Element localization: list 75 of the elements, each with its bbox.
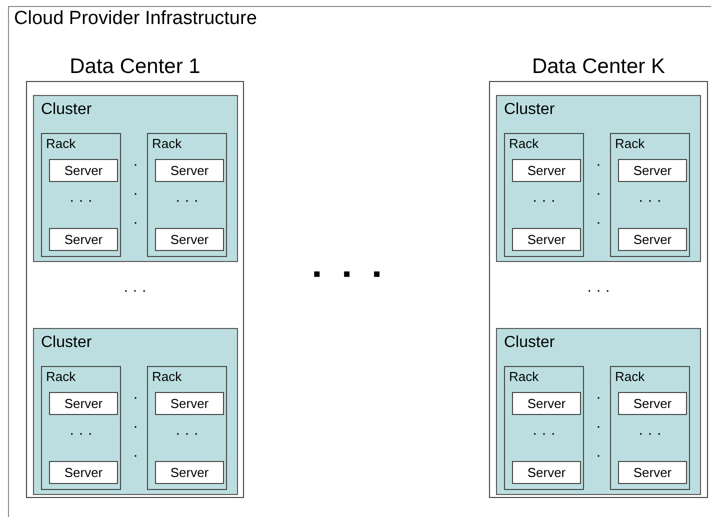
cluster-box [496, 328, 701, 495]
infrastructure-frame [8, 6, 711, 517]
data-center-heading: Data Center K [530, 55, 666, 79]
server-box [618, 392, 687, 415]
rack-heading: Rack [46, 369, 76, 384]
server-label: Server [632, 465, 673, 480]
server-label: Server [632, 232, 673, 247]
server-box [512, 461, 581, 484]
server-label: Server [632, 163, 673, 178]
ellipsis: · · · [133, 155, 139, 233]
ellipsis: · · · [586, 282, 612, 299]
data-center-heading: Data Center 1 [68, 55, 202, 79]
ellipsis: ▪ ▪ ▪ [313, 261, 381, 287]
server-label: Server [169, 465, 210, 480]
server-label: Server [169, 396, 210, 411]
ellipsis: · · · [174, 425, 200, 442]
server-box [512, 159, 581, 182]
cluster-heading: Cluster [504, 334, 555, 352]
rack-box [504, 133, 584, 257]
server-box [618, 228, 687, 251]
server-box [618, 461, 687, 484]
server-box [49, 228, 118, 251]
rack-box [610, 366, 690, 490]
rack-heading: Rack [46, 136, 76, 151]
server-label: Server [526, 163, 567, 178]
server-box [49, 159, 118, 182]
server-box [155, 392, 224, 415]
server-box [49, 392, 118, 415]
server-box [155, 461, 224, 484]
rack-box [147, 366, 227, 490]
ellipsis: · · · [68, 425, 94, 442]
ellipsis: · · · [637, 192, 663, 209]
rack-box [41, 133, 121, 257]
rack-box [610, 133, 690, 257]
ellipsis: · · · [596, 388, 602, 466]
ellipsis: · · · [133, 388, 139, 466]
rack-heading: Rack [152, 136, 182, 151]
cluster-box [496, 95, 701, 262]
server-label: Server [526, 232, 567, 247]
ellipsis: · · · [531, 192, 557, 209]
server-label: Server [526, 396, 567, 411]
cluster-heading: Cluster [41, 101, 92, 119]
server-label: Server [63, 465, 104, 480]
ellipsis: · · · [174, 192, 200, 209]
rack-heading: Rack [615, 136, 645, 151]
ellipsis: · · · [122, 282, 148, 299]
rack-box [504, 366, 584, 490]
ellipsis: · · · [596, 155, 602, 233]
ellipsis: · · · [68, 192, 94, 209]
ellipsis: · · · [637, 425, 663, 442]
rack-heading: Rack [615, 369, 645, 384]
rack-heading: Rack [509, 369, 539, 384]
server-box [155, 228, 224, 251]
server-label: Server [526, 465, 567, 480]
server-box [155, 159, 224, 182]
server-box [618, 159, 687, 182]
server-box [512, 228, 581, 251]
rack-box [147, 133, 227, 257]
server-label: Server [63, 163, 104, 178]
server-box [49, 461, 118, 484]
server-label: Server [169, 232, 210, 247]
ellipsis: · · · [531, 425, 557, 442]
frame-heading: Cloud Provider Infrastructure [14, 8, 257, 30]
server-label: Server [63, 396, 104, 411]
rack-heading: Rack [509, 136, 539, 151]
cluster-heading: Cluster [41, 334, 92, 352]
rack-heading: Rack [152, 369, 182, 384]
rack-box [41, 366, 121, 490]
server-label: Server [169, 163, 210, 178]
cluster-box [33, 95, 238, 262]
server-label: Server [63, 232, 104, 247]
server-box [512, 392, 581, 415]
cluster-heading: Cluster [504, 101, 555, 119]
cluster-box [33, 328, 238, 495]
server-label: Server [632, 396, 673, 411]
